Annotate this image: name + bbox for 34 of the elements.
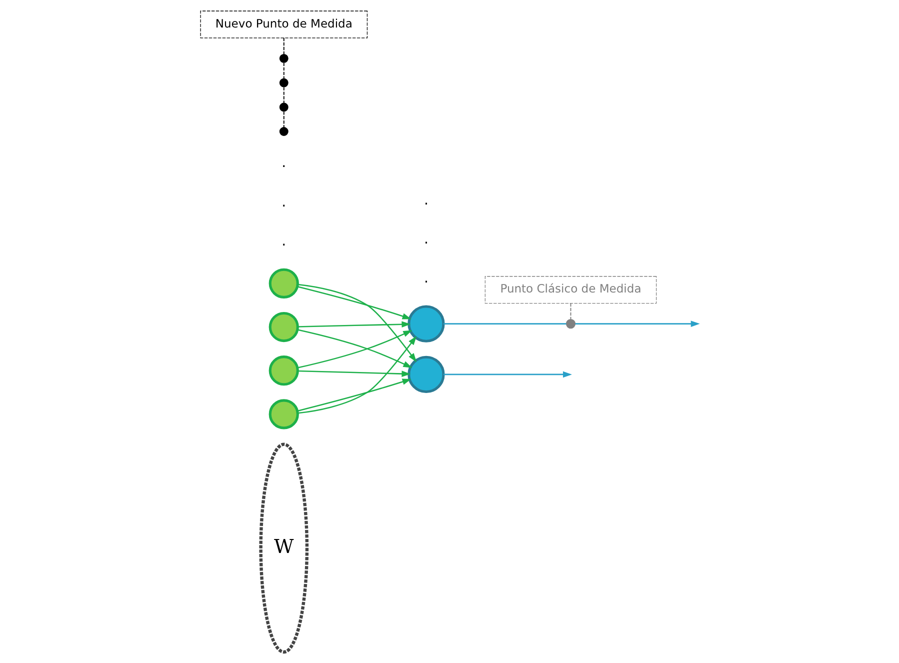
label: . — [424, 192, 428, 208]
node-circle — [408, 305, 445, 342]
label: . — [424, 270, 428, 287]
node-circle — [268, 312, 299, 342]
arrow — [298, 321, 411, 328]
node-box: Nuevo Punto de Medida — [200, 10, 368, 38]
arrow — [298, 284, 417, 362]
connector — [283, 62, 284, 80]
node-circle — [268, 399, 299, 430]
label: . — [282, 194, 286, 210]
label: . — [424, 231, 428, 248]
label: . — [282, 155, 286, 172]
arrow — [298, 370, 411, 377]
connector — [570, 302, 572, 320]
arrow — [444, 371, 572, 378]
arrow — [298, 336, 417, 414]
connector — [283, 86, 284, 104]
node-box: Punto Clásico de Medida — [484, 276, 657, 304]
node-circle — [279, 78, 288, 88]
node-circle — [408, 356, 445, 394]
node-ellipse: W — [259, 442, 309, 654]
arrow — [575, 320, 700, 327]
label: . — [282, 233, 286, 250]
arrow — [297, 286, 412, 320]
node-circle — [566, 319, 576, 329]
arrow — [297, 378, 412, 412]
node-circle — [279, 102, 288, 112]
node-circle — [279, 54, 288, 63]
connector — [283, 37, 284, 55]
connector — [444, 323, 566, 324]
node-circle — [268, 268, 299, 298]
node-circle — [268, 356, 299, 386]
connector — [283, 111, 284, 128]
node-circle — [279, 127, 288, 136]
